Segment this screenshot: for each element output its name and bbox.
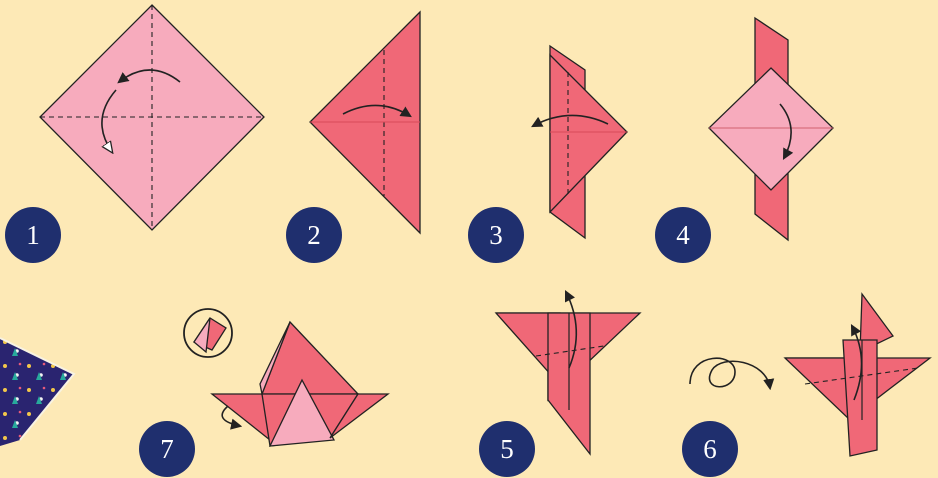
step-number: 1 [26,220,40,250]
turn-over-arrow-icon [690,358,770,388]
diamond-flap [709,68,833,190]
triangle-flap [550,55,627,212]
step-number: 7 [160,434,174,464]
patterned-paper-corner-icon [0,338,74,446]
step-number: 5 [500,434,514,464]
step-2 [310,12,420,233]
step-number: 3 [489,220,503,250]
step-number: 4 [676,220,690,250]
step-3 [533,46,627,238]
patterned-paper-photo [0,338,74,446]
beak-detail-inset [184,309,232,357]
step-1 [40,5,264,230]
body-strip [843,340,877,456]
step-number: 6 [703,434,717,464]
step-7 [184,309,388,446]
step-number: 2 [307,220,321,250]
step-4 [709,18,833,240]
